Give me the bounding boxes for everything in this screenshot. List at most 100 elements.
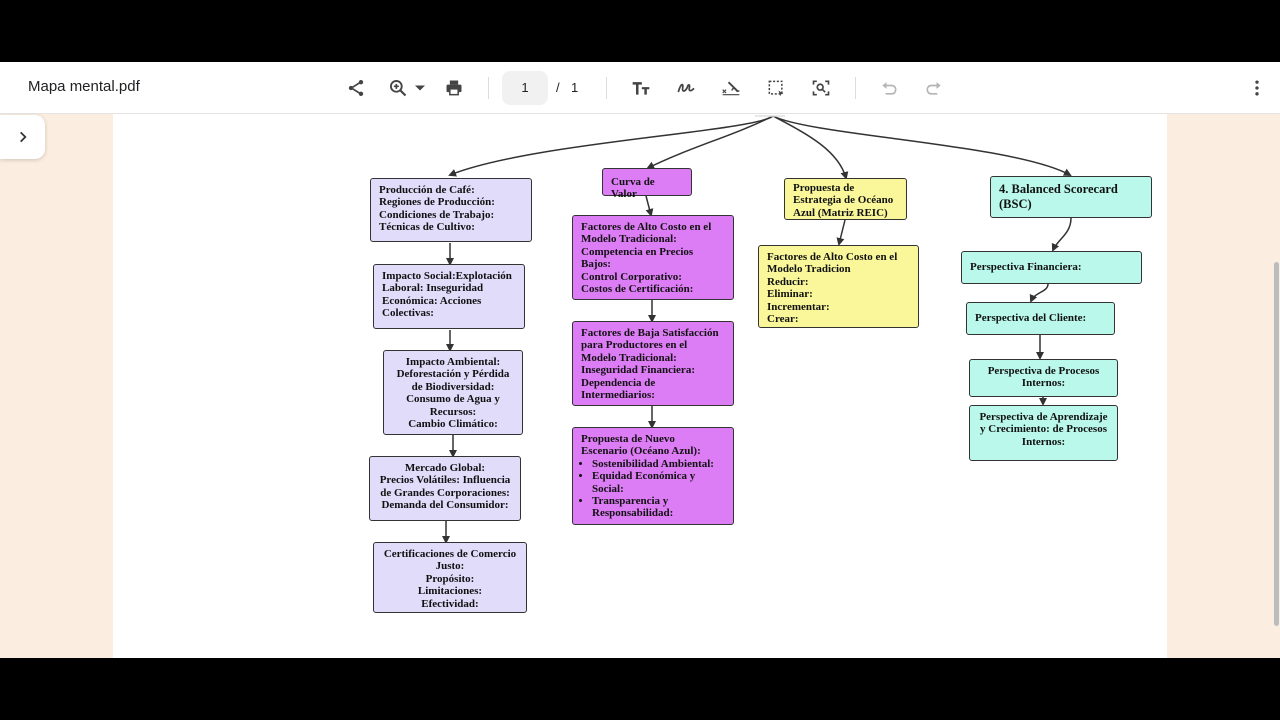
node-line: Intermediarios: [581,389,655,402]
node-line: Propósito: [425,572,475,585]
node-line: Bajos: [581,258,611,271]
node-line: Costos de Certificación: [581,283,694,296]
page-separator: / [556,80,560,95]
mindmap-connectors [442,115,1072,544]
node-line: Condiciones de Trabajo: [379,208,495,221]
node-curva-de-valor: Curva de Valor [602,168,692,200]
screenshot-search-icon[interactable] [809,76,833,100]
node-produccion-cafe: Producción de Café: Regiones de Producci… [370,178,532,242]
sidebar-toggle-button[interactable] [0,115,45,159]
node-line: Mercado Global: [404,462,486,474]
node-line: de Grandes Corporaciones: [380,486,510,499]
node-line: Propuesta de [793,182,855,194]
node-line: Eliminar: [767,288,813,301]
node-perspectiva-financiera: Perspectiva Financiera: [961,251,1142,284]
node-perspectiva-cliente: Perspectiva del Cliente: [966,302,1115,335]
node-line: Regiones de Producción: [379,196,495,209]
node-line: Modelo Tradicional: [581,233,677,246]
node-line: Económica: Acciones [382,294,482,307]
zoom-dropdown-chevron-icon[interactable] [409,76,431,100]
node-line: Internos: [1021,377,1066,390]
node-line: Recursos: [429,405,477,418]
node-line: Control Corporativo: [581,270,682,283]
node-line: Colectivas: [382,307,434,320]
node-line: (BSC) [999,196,1032,211]
node-line: Laboral: Inseguridad [382,282,484,295]
node-line: Reducir: [767,275,809,288]
node-line: Competencia en Precios [581,245,694,258]
node-line: Factores de Baja Satisfacción [581,327,719,339]
node-line: Cambio Climático: [408,418,498,431]
video-letterbox-bottom [0,658,1280,720]
node-line: Perspectiva de Procesos [987,365,1100,377]
page-total: 1 [571,80,579,95]
node-line: Inseguridad Financiera: [581,364,695,377]
node-line: Estrategia de Océano [793,194,894,207]
node-line: y Crecimiento: de Procesos [980,423,1107,436]
node-line: Perspectiva del Cliente: [975,312,1087,324]
chevron-right-icon [19,131,27,143]
document-title: Mapa mental.pdf [28,78,140,95]
node-line: Transparencia y [592,495,669,508]
node-line: Factores de Alto Costo en el [767,251,898,263]
node-line: Factores de Alto Costo en el [581,221,712,233]
node-line: Sostenibilidad Ambiental: [592,457,714,470]
node-factores-alto-costo: Factores de Alto Costo en el Modelo Trad… [572,215,734,300]
vertical-scrollbar[interactable] [1274,262,1279,626]
text-size-icon[interactable] [629,76,653,100]
node-line: Producción de Café: [379,184,475,196]
node-factores-reic: Factores de Alto Costo en el Modelo Trad… [758,245,919,328]
share-icon[interactable] [344,76,368,100]
toolbar-divider [606,77,607,99]
node-line: 4. Balanced Scorecard [999,182,1118,196]
node-certificaciones: Certificaciones de Comercio Justo: Propó… [373,542,527,613]
node-factores-baja-satisfaccion: Factores de Baja Satisfacción para Produ… [572,321,734,406]
area-select-icon[interactable] [764,76,788,100]
node-line: Escenario (Océano Azul): [581,445,701,458]
node-line: Consumo de Agua y [406,393,500,406]
node-impacto-ambiental: Impacto Ambiental: Deforestación y Pérdi… [383,350,523,435]
node-line: Justo: [435,560,465,573]
node-line: Técnicas de Cultivo: [379,221,475,234]
bullet-item: Sostenibilidad Ambiental: [592,458,725,470]
page-number-input[interactable]: 1 [502,71,548,105]
node-line: Demanda del Consumidor: [381,499,509,512]
node-perspectiva-procesos: Perspectiva de Procesos Internos: [969,359,1118,397]
node-line: Crear: [767,313,799,326]
undo-icon[interactable] [877,76,901,100]
node-line: Certificaciones de Comercio [383,548,517,560]
bullet-list: Sostenibilidad Ambiental: Equidad Económ… [581,458,725,520]
pdf-toolbar: Mapa mental.pdf 1 / 1 [0,62,1280,114]
redo-icon[interactable] [922,76,946,100]
node-mercado-global: Mercado Global: Precios Volátiles: Influ… [369,456,521,521]
node-propuesta-estrategia: Propuesta de Estrategia de Océano Azul (… [784,178,907,220]
node-line: Impacto Ambiental: [405,356,501,368]
video-letterbox-top [0,0,1280,62]
node-line: Modelo Tradicion [767,263,851,276]
print-icon[interactable] [442,76,466,100]
node-line: Dependencia de [581,376,656,389]
node-line: Propuesta de Nuevo [581,433,675,445]
node-line: Deforestación y Pérdida [396,368,510,381]
node-line: Precios Volátiles: Influencia [379,474,511,487]
signature-icon[interactable] [719,76,743,100]
pdf-page: Producción de Café: Regiones de Producci… [113,114,1167,658]
node-line: Curva de Valor [611,176,655,201]
node-line: de Biodiversidad: [411,380,495,393]
draw-icon[interactable] [674,76,698,100]
node-line: Perspectiva de Aprendizaje [979,411,1108,423]
document-viewer[interactable]: Producción de Café: Regiones de Producci… [0,114,1280,658]
node-line: Limitaciones: [417,585,483,598]
node-line: para Productores en el [581,339,688,352]
node-line: Incrementar: [767,300,830,313]
node-balanced-scorecard: 4. Balanced Scorecard (BSC) [990,176,1152,218]
node-line: Modelo Tradicional: [581,351,677,364]
zoom-in-icon[interactable] [386,76,410,100]
toolbar-divider [855,77,856,99]
node-line: Azul (Matriz REIC) [793,206,888,219]
node-line: Impacto Social:Explotación [382,270,512,282]
node-line: Equidad Económica y [592,470,696,483]
more-options-icon[interactable] [1245,76,1269,100]
